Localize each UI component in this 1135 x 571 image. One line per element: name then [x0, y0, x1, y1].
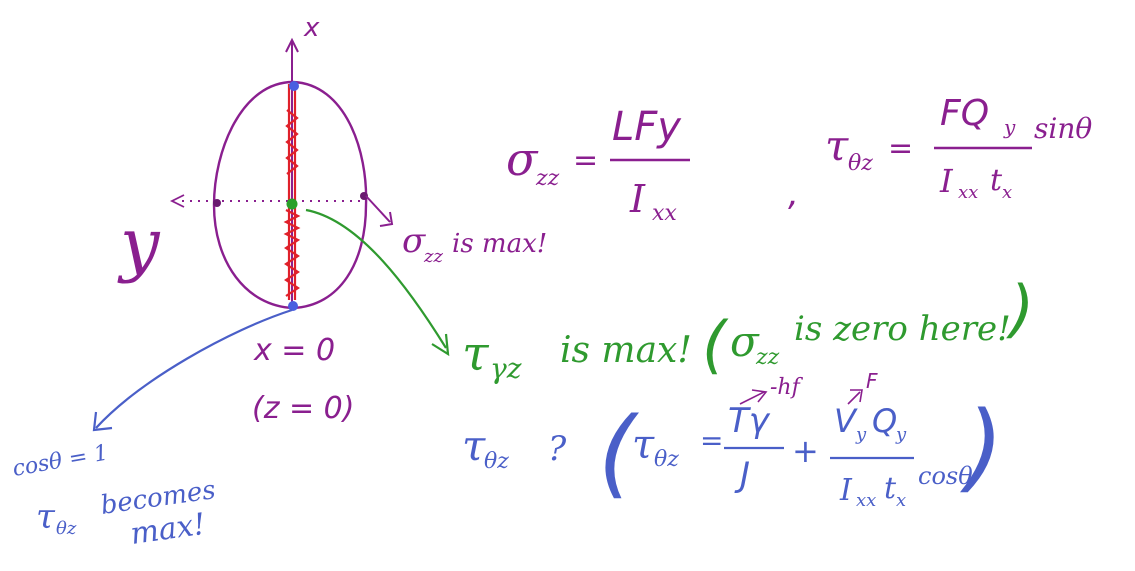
left-point [213, 199, 221, 207]
sigma-subscript: zz [535, 166, 560, 191]
blue-paren-close: ) [960, 391, 1003, 503]
green-paren-open: ( [702, 308, 729, 381]
frac2-numerator-V-sub: y [855, 424, 867, 445]
bending-denominator: I [629, 177, 646, 221]
shear-numerator-sub: y [1003, 115, 1016, 139]
over-T-text: -hf [770, 375, 804, 400]
frac2-denominator-I: I [839, 473, 853, 508]
green-zero-text: is zero here! [794, 309, 1011, 349]
sigma-max-sub: zz [423, 246, 443, 267]
blue-arrow-head [92, 411, 113, 432]
blue-arrow [95, 308, 293, 429]
equals-sign: = [573, 143, 598, 178]
sigma-symbol: σ [506, 132, 539, 186]
right-point [360, 192, 368, 200]
frac1-numerator: Tγ [728, 401, 771, 441]
bottom-left-annotation: cosθ = 1 τ θz becomes max! [11, 441, 218, 552]
tau-subscript: θz [848, 151, 873, 176]
tau-max-symbol: τ [462, 326, 490, 382]
bending-comma: , [788, 174, 799, 214]
tau-symbol: τ [825, 121, 849, 170]
bottom-point [288, 301, 298, 311]
over-V-arrow [847, 389, 863, 405]
frac2-numerator-Q-sub: y [895, 424, 907, 445]
over-V-text: F [866, 369, 878, 393]
shear-denominator-sub1: xx [958, 182, 978, 203]
shear-denominator-t: t [990, 163, 1003, 198]
tau-question-sub: θz [484, 449, 509, 474]
tau-question-symbol: τ [462, 421, 486, 470]
frac2-numerator-V: V [834, 402, 858, 440]
shear-stress-equation: τ θz = FQ y I xx t x sinθ [825, 93, 1092, 203]
red-stress-band [283, 84, 301, 300]
shear-denominator-sub2: x [1002, 182, 1012, 203]
center-point [286, 198, 298, 210]
shear-trig: sinθ [1034, 112, 1092, 145]
bottom-tau-sub: θz [56, 518, 77, 539]
over-annotations: -hf F [739, 369, 878, 405]
question-mark: ? [548, 429, 567, 469]
frac2-denominator-t: t [884, 471, 897, 506]
sigma-max-symbol: σ [402, 221, 426, 261]
y-axis-label: y [117, 203, 161, 285]
blue-plus: + [792, 432, 819, 470]
x-equals-zero: x = 0 [253, 333, 335, 368]
blue-trig: cosθ [918, 462, 973, 490]
over-T-arrow [739, 389, 768, 405]
frac1-denominator: J [734, 455, 750, 495]
bending-stress-equation: σ zz = LFy I xx , [506, 104, 799, 226]
sigma-max-annotation: σ zz is max! [402, 221, 547, 267]
blue-tau-sub: θz [654, 447, 679, 472]
combined-shear-equation: τ θz ? ( τ θz = Tγ J + V y Q y I xx t x … [462, 391, 1003, 511]
blue-tau: τ [632, 422, 655, 468]
shear-numerator: FQ [940, 93, 989, 134]
green-paren-close: ) [1006, 272, 1034, 345]
blue-paren-open: ( [598, 397, 639, 509]
sigma-max-text: is max! [452, 229, 547, 259]
green-sigma-sub: zz [755, 345, 780, 370]
cos-theta-one: cosθ = 1 [11, 441, 110, 482]
bending-denominator-sub: xx [652, 201, 677, 226]
bending-numerator: LFy [612, 104, 682, 150]
green-arrow-head [431, 333, 450, 357]
tau-max-annotation: τ γz is max! ( σ zz is zero here! ) [462, 272, 1034, 385]
green-arrow [305, 208, 447, 349]
frac2-denominator-t-sub: x [896, 490, 906, 511]
frac2-numerator-Q: Q [872, 402, 897, 440]
green-sigma: σ [730, 317, 760, 366]
y-axis-arrow [169, 194, 185, 208]
tau-max-sub: γz [490, 352, 522, 385]
x-axis-arrow [285, 37, 299, 53]
frac2-denominator-I-sub: xx [856, 490, 876, 511]
bottom-tau: τ [36, 497, 56, 537]
sigma-max-arrow [365, 195, 394, 227]
cross-section-figure [169, 37, 368, 311]
tau-max-text: is max! [560, 330, 692, 371]
shear-equals: = [888, 131, 913, 166]
blue-equals: = [700, 424, 723, 457]
top-point [289, 81, 299, 91]
x-axis-label: x [303, 13, 320, 43]
z-equals-zero: (z = 0) [252, 391, 354, 426]
shear-denominator: I [939, 162, 954, 200]
